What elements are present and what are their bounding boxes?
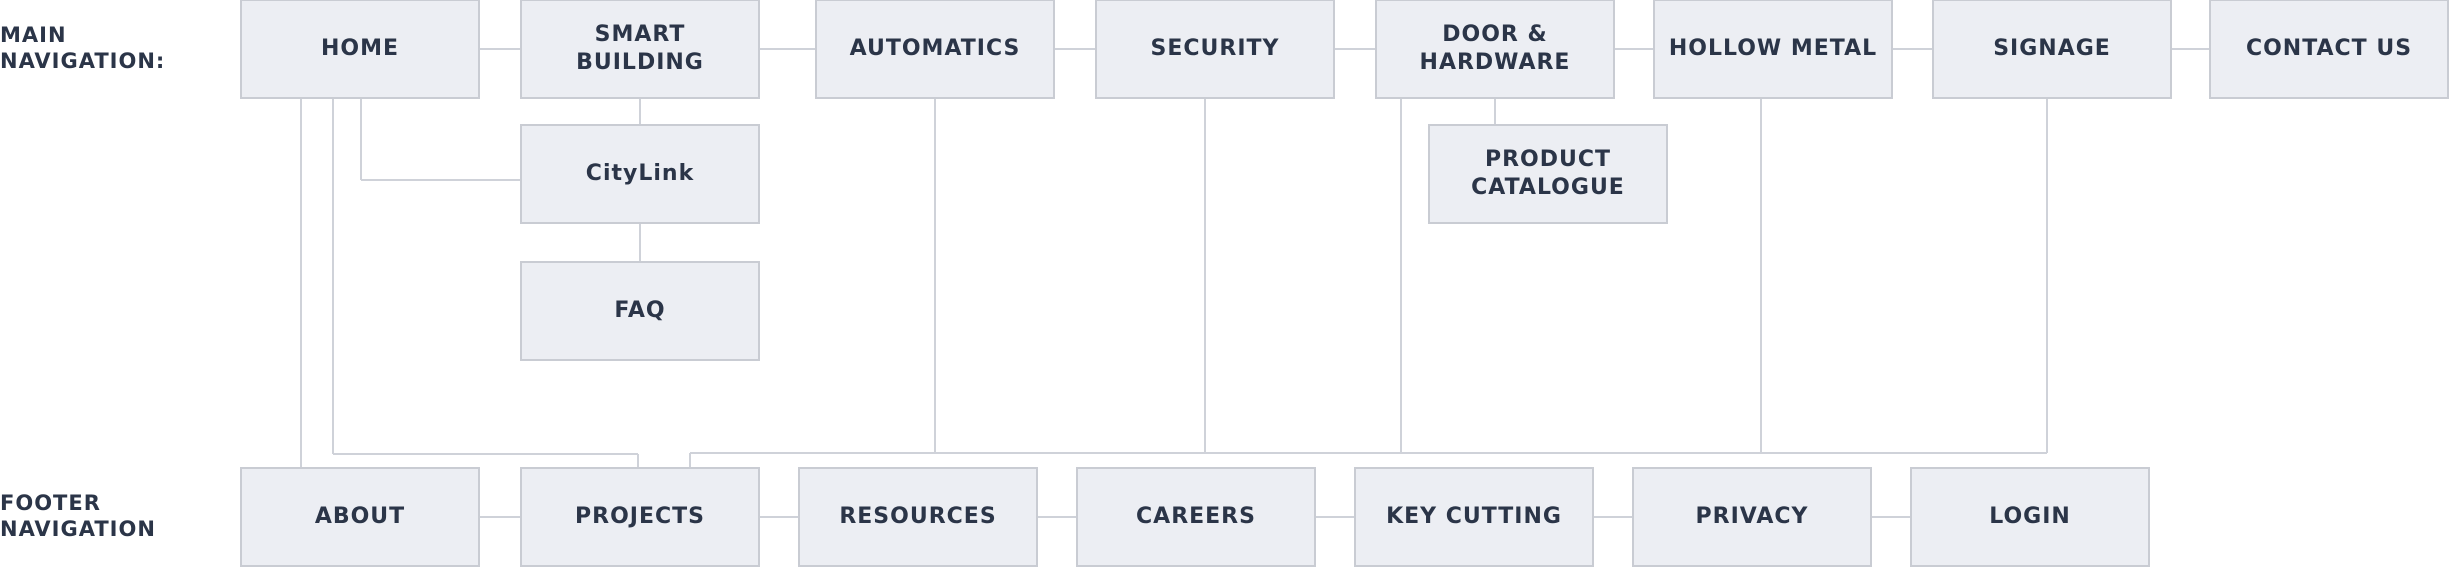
node-resources: RESOURCES (798, 467, 1038, 567)
footer-navigation-label: FOOTER NAVIGATION (0, 491, 156, 541)
node-key-cutting-label: KEY CUTTING (1386, 504, 1562, 529)
node-security-label: SECURITY (1150, 36, 1280, 61)
node-faq: FAQ (520, 261, 760, 361)
node-contact-us: CONTACT US (2209, 0, 2449, 99)
node-smart-building: SMART BUILDING (520, 0, 760, 99)
node-hollow-metal-label: HOLLOW METAL (1668, 36, 1878, 61)
node-product-catalogue: PRODUCT CATALOGUE (1428, 124, 1668, 224)
node-projects: PROJECTS (520, 467, 760, 567)
node-smart-building-label: SMART BUILDING (576, 22, 704, 75)
main-navigation-label: MAIN NAVIGATION: (0, 23, 166, 73)
node-product-catalogue-label: PRODUCT CATALOGUE (1471, 147, 1625, 200)
node-careers: CAREERS (1076, 467, 1316, 567)
node-about: ABOUT (240, 467, 480, 567)
node-home-label: HOME (320, 36, 400, 61)
node-key-cutting: KEY CUTTING (1354, 467, 1594, 567)
node-hollow-metal: HOLLOW METAL (1653, 0, 1893, 99)
node-about-label: ABOUT (314, 504, 406, 529)
node-resources-label: RESOURCES (839, 504, 997, 529)
node-login-label: LOGIN (1989, 504, 2071, 529)
node-door-hardware-label: DOOR & HARDWARE (1419, 22, 1571, 75)
node-security: SECURITY (1095, 0, 1335, 99)
node-door-hardware: DOOR & HARDWARE (1375, 0, 1615, 99)
node-login: LOGIN (1910, 467, 2150, 567)
node-privacy-label: PRIVACY (1695, 504, 1809, 529)
node-projects-label: PROJECTS (575, 504, 705, 529)
node-home: HOME (240, 0, 480, 99)
node-signage: SIGNAGE (1932, 0, 2172, 99)
node-faq-label: FAQ (614, 298, 666, 323)
node-automatics: AUTOMATICS (815, 0, 1055, 99)
node-privacy: PRIVACY (1632, 467, 1872, 567)
node-automatics-label: AUTOMATICS (849, 36, 1021, 61)
node-citylink: CityLink (520, 124, 760, 224)
node-citylink-label: CityLink (585, 161, 695, 186)
node-careers-label: CAREERS (1136, 504, 1256, 529)
node-contact-us-label: CONTACT US (2245, 36, 2413, 61)
node-signage-label: SIGNAGE (1993, 36, 2111, 61)
